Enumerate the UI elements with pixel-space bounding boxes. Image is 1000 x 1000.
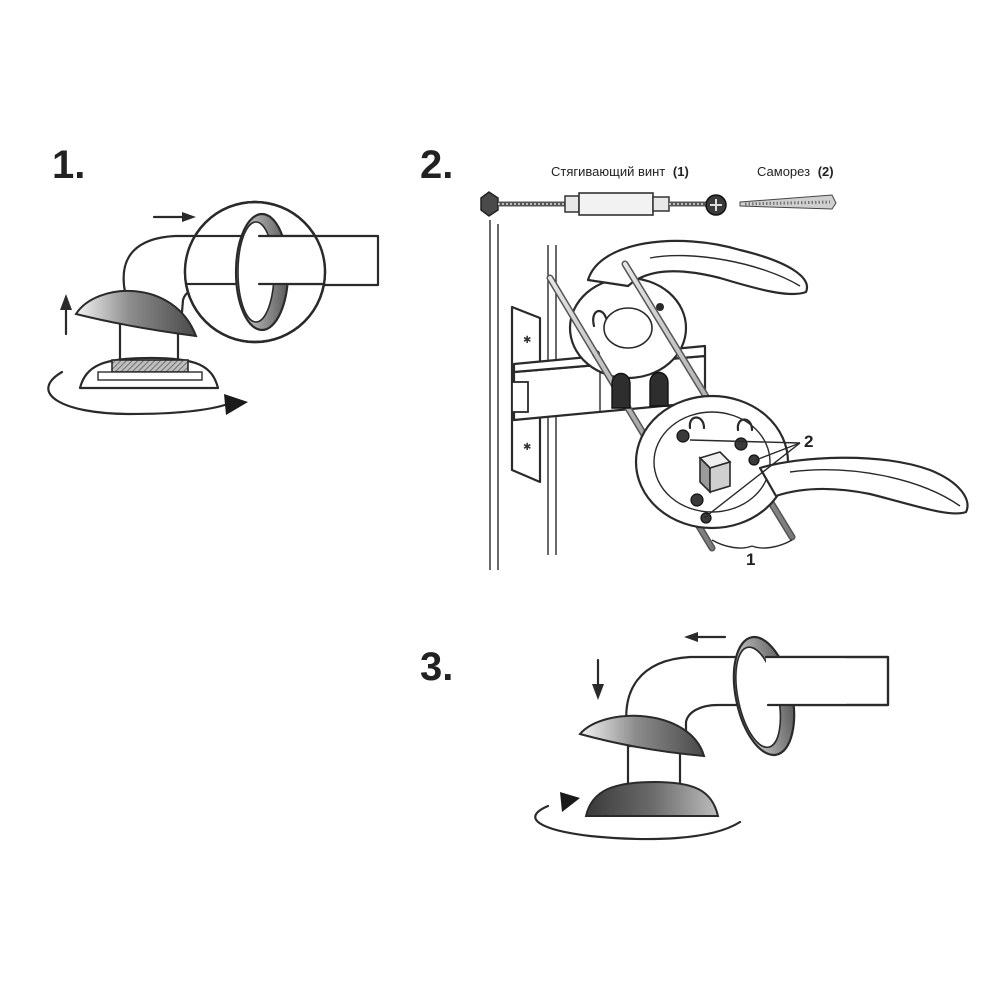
self-tap-text: Саморез bbox=[757, 164, 810, 179]
svg-text:✱: ✱ bbox=[523, 442, 531, 453]
step-3-number: 3. bbox=[420, 645, 453, 689]
upper-rosette bbox=[568, 276, 688, 380]
latch-holes bbox=[611, 371, 669, 409]
callout-label-1: 1 bbox=[746, 550, 755, 569]
step3-ring bbox=[732, 635, 890, 757]
step3-base-dome bbox=[584, 780, 720, 817]
step-2-illustration: 2. Стягивающий винт (1) Саморез (2) bbox=[420, 143, 969, 570]
self-tap-number: (2) bbox=[818, 164, 834, 179]
tie-screw-number: (1) bbox=[673, 164, 689, 179]
lower-lever bbox=[758, 456, 969, 515]
step1-right-arrow bbox=[152, 212, 196, 222]
svg-text:✱: ✱ bbox=[523, 335, 531, 346]
step1-magnifier bbox=[183, 200, 327, 344]
step1-rotation-arrow bbox=[47, 370, 248, 416]
self-tap-screw-drawing bbox=[739, 194, 837, 210]
tie-screw-text: Стягивающий винт bbox=[551, 164, 665, 179]
step-3-illustration: 3. bbox=[420, 632, 890, 841]
upper-lever bbox=[586, 239, 809, 296]
step3-left-arrow bbox=[684, 632, 727, 642]
square-spindle bbox=[698, 451, 732, 494]
self-tap-label: Саморез (2) bbox=[757, 164, 834, 179]
hex-head-icon bbox=[480, 191, 499, 217]
step1-up-arrow bbox=[60, 294, 72, 336]
step3-cover-dome bbox=[578, 714, 706, 758]
step-2-number: 2. bbox=[420, 143, 453, 187]
step1-cover-dome bbox=[74, 289, 198, 338]
tie-screw-label: Стягивающий винт (1) bbox=[551, 164, 689, 179]
step-1-illustration: 1. bbox=[47, 143, 380, 416]
step3-rotation-arrow bbox=[534, 792, 742, 841]
step3-down-arrow bbox=[592, 658, 604, 700]
callout-label-2: 2 bbox=[804, 432, 813, 451]
tie-screw-drawing bbox=[480, 191, 727, 217]
callout-lines bbox=[689, 439, 801, 549]
step-1-number: 1. bbox=[52, 143, 85, 187]
step1-base-rosette bbox=[78, 356, 220, 390]
